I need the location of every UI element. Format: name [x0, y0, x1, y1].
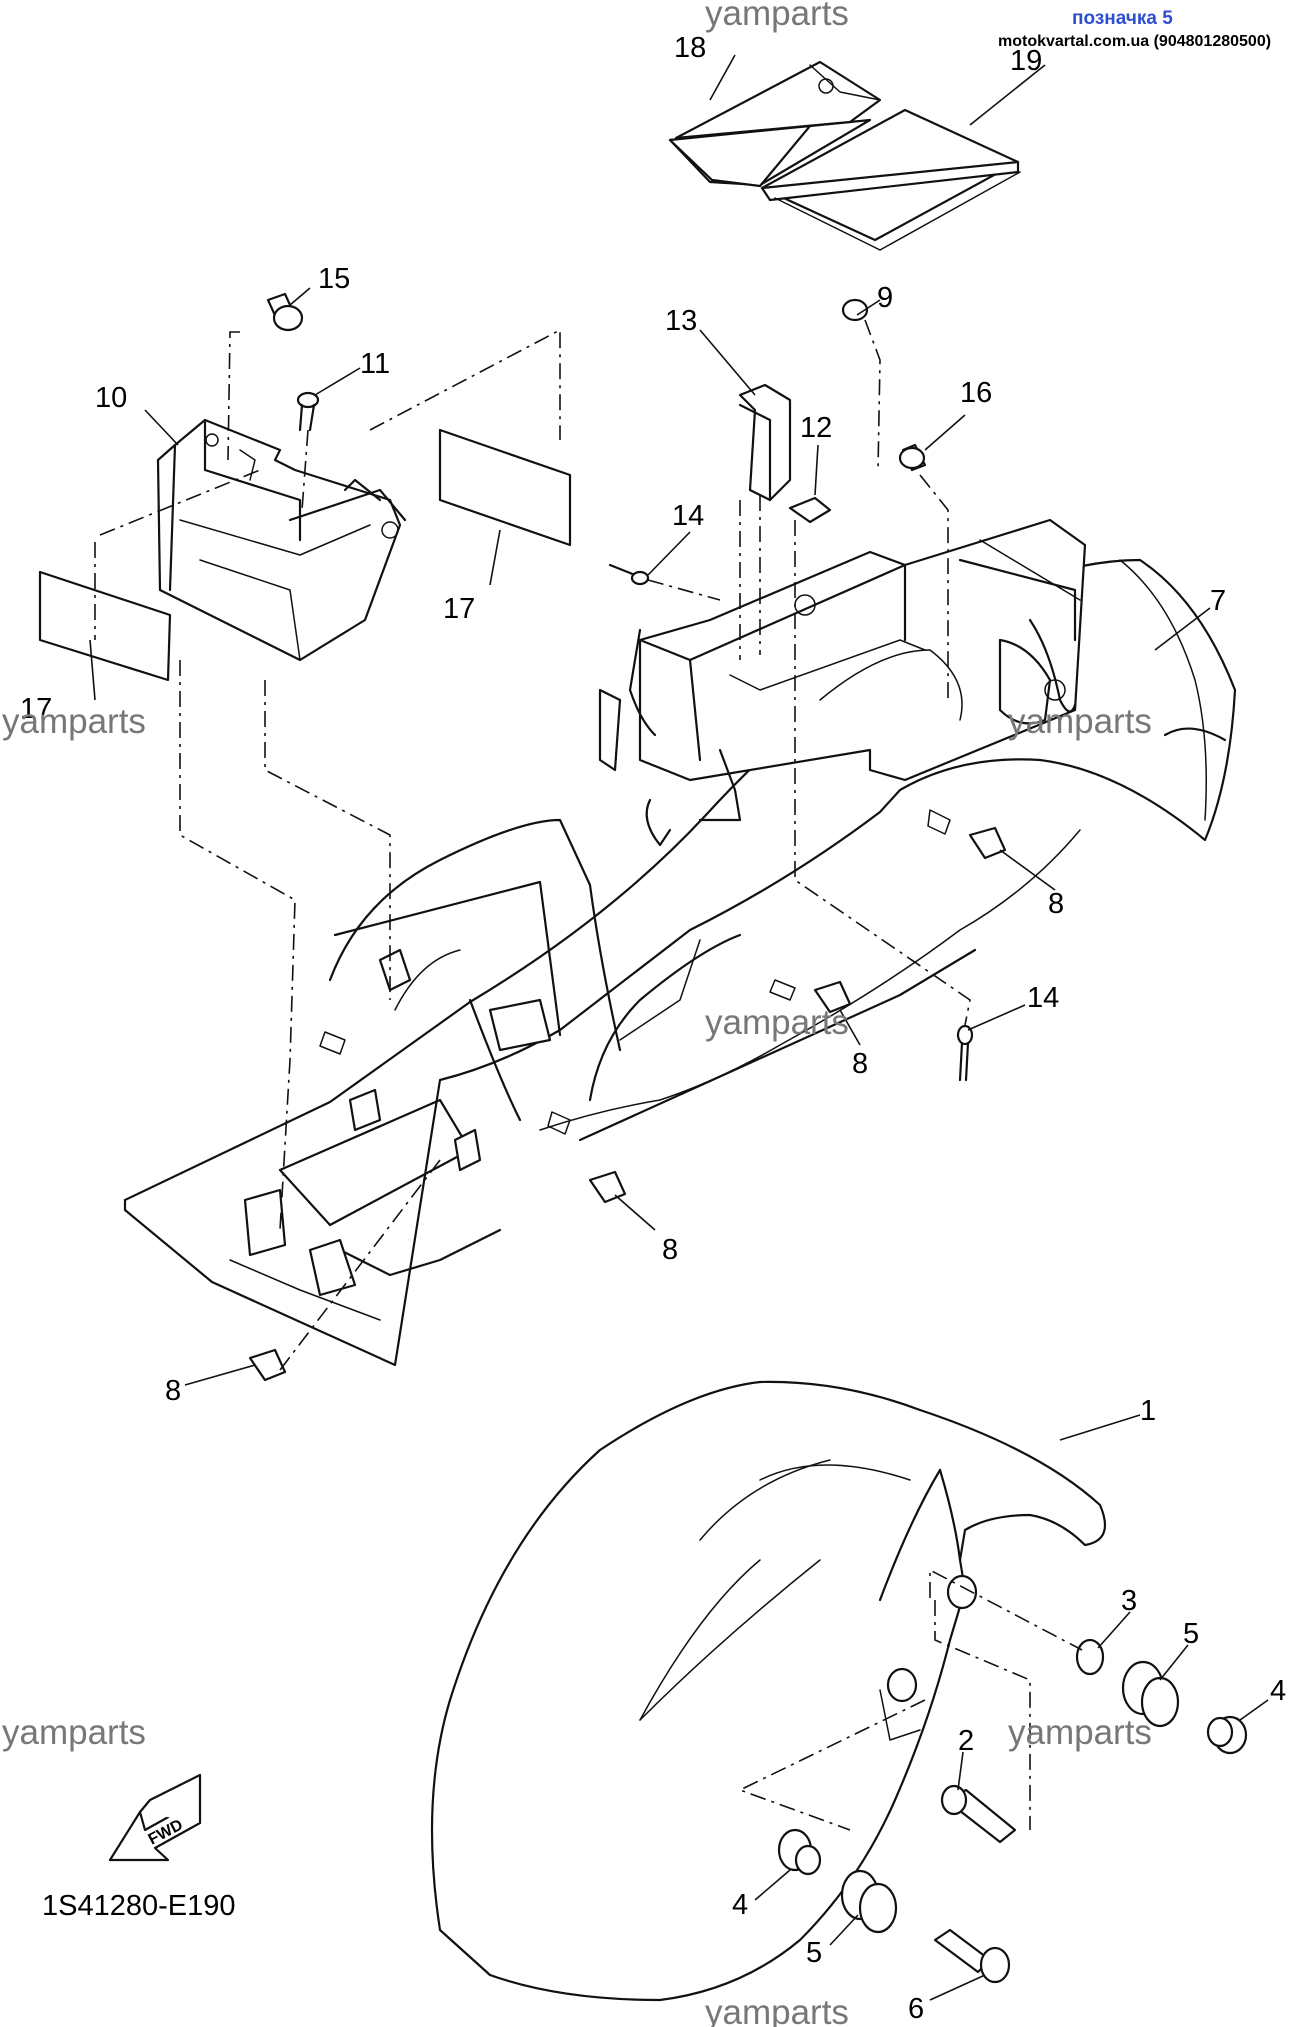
part-14-rivet-lower — [956, 1024, 974, 1082]
callout-19: 19 — [1010, 45, 1042, 77]
callout-6: 6 — [908, 1993, 924, 2025]
callout-16: 16 — [960, 377, 992, 409]
callout-17-right: 17 — [443, 593, 475, 625]
callout-8-b: 8 — [852, 1048, 868, 1080]
part-14-rivet-upper — [608, 563, 650, 586]
part-4-collar-left — [777, 1828, 822, 1876]
note-label: позначка 5 — [1072, 8, 1173, 29]
callout-14-lower: 14 — [1027, 982, 1059, 1014]
callout-3: 3 — [1121, 1585, 1137, 1617]
callout-9: 9 — [877, 282, 893, 314]
watermark: yamparts — [1008, 1713, 1152, 1752]
diagram-code: 1S41280-E190 — [42, 1890, 236, 1922]
callout-12: 12 — [800, 412, 832, 444]
callout-5-right: 5 — [1183, 1618, 1199, 1650]
watermark: yamparts — [2, 702, 146, 741]
part-8-clip-1 — [968, 826, 1007, 860]
part-8-clip-2 — [813, 980, 852, 1014]
source-label: motokvartal.com.ua (904801280500) — [998, 33, 1271, 50]
part-2-bolt — [940, 1784, 1017, 1844]
watermark: yamparts — [705, 1003, 849, 1042]
part-3-washer — [1075, 1638, 1105, 1676]
part-8-clip-4 — [248, 1348, 287, 1382]
callout-7: 7 — [1210, 585, 1226, 617]
part-7-rear-fender — [123, 518, 1237, 1367]
part-6-screw — [933, 1928, 1011, 1984]
part-19-sheet — [760, 108, 1021, 251]
watermark: yamparts — [2, 1713, 146, 1752]
callout-11: 11 — [360, 348, 390, 380]
watermark: yamparts — [705, 1993, 849, 2027]
part-17-pad-right — [438, 428, 572, 547]
part-16-bolt — [898, 443, 927, 472]
callout-17-left: 17 — [20, 693, 52, 725]
part-11-screw — [296, 391, 320, 432]
callout-4-right: 4 — [1270, 1675, 1286, 1707]
part-17-pad-left — [38, 570, 172, 682]
part-9-collar — [841, 298, 869, 322]
part-13-clamp — [738, 383, 792, 502]
leader-lines — [89, 54, 1269, 2001]
callout-18: 18 — [674, 32, 706, 64]
callout-13: 13 — [665, 305, 697, 337]
watermark: yamparts — [1008, 702, 1152, 741]
assembly-lines — [94, 319, 1083, 1831]
watermark: yamparts — [705, 0, 849, 33]
part-18-sheet — [668, 60, 882, 188]
part-1-front-fender — [430, 1380, 1107, 2002]
callout-4-left: 4 — [732, 1889, 748, 1921]
part-5-grommet-right — [1121, 1660, 1180, 1728]
callout-8-a: 8 — [1048, 888, 1064, 920]
callout-14-upper: 14 — [672, 500, 704, 532]
callout-8-c: 8 — [662, 1234, 678, 1266]
part-12-clip — [788, 496, 832, 524]
callout-2: 2 — [958, 1725, 974, 1757]
part-10-bracket-box — [156, 418, 407, 662]
fwd-arrow: FWD — [108, 1773, 202, 1862]
callout-10: 10 — [95, 382, 127, 414]
watermarks: yamparts yamparts yamparts yamparts yamp… — [2, 0, 1152, 2027]
part-5-grommet-left — [840, 1869, 898, 1934]
callout-15: 15 — [318, 263, 350, 295]
callout-labels: 18 19 15 11 10 17 17 13 12 9 16 14 7 8 8… — [20, 32, 1286, 2025]
callout-5-left: 5 — [806, 1937, 822, 1969]
part-4-collar-right — [1206, 1715, 1248, 1755]
callout-1: 1 — [1140, 1395, 1156, 1427]
part-8-clip-3 — [588, 1170, 627, 1204]
callout-8-d: 8 — [165, 1375, 181, 1407]
part-15-bolt — [266, 292, 304, 332]
